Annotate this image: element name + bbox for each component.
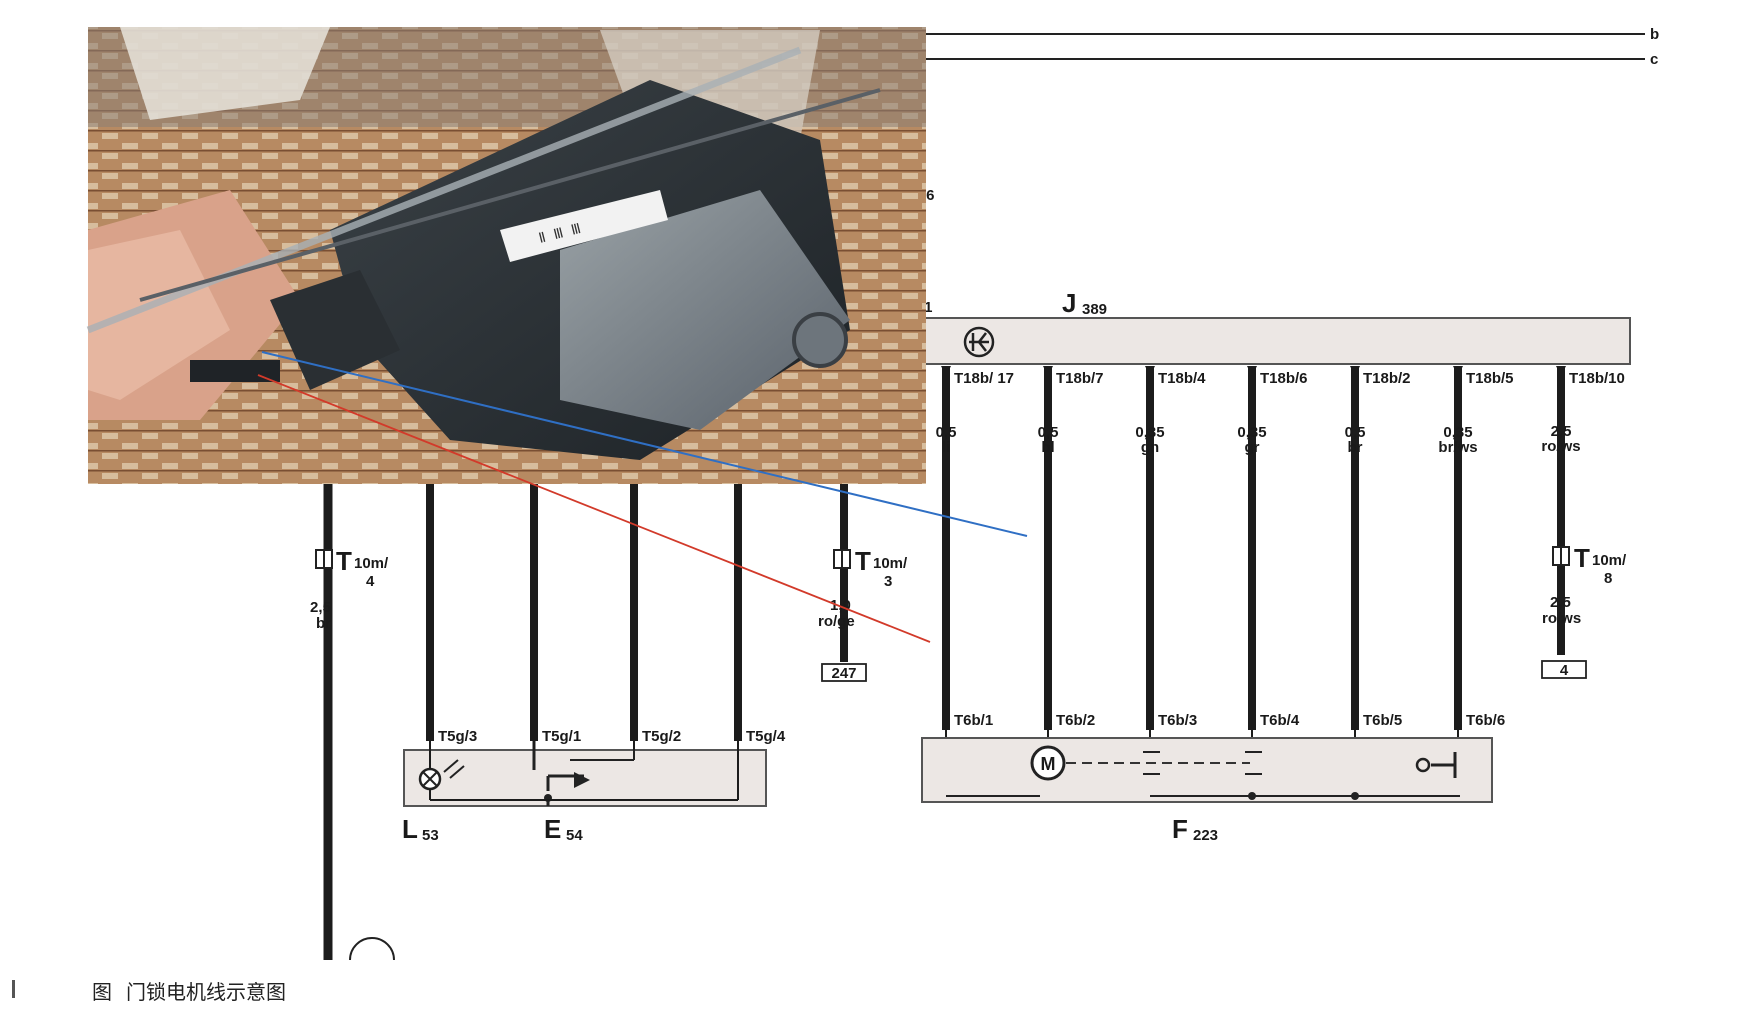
wire-gauge-label: 2,5 [1551, 423, 1572, 440]
figure-caption: 图门锁电机线示意图 [92, 976, 300, 1005]
wire-gauge-label: 0,5 [1038, 424, 1059, 441]
t5g-pin-label: T5g/1 [542, 728, 581, 745]
sensor-icon [1415, 757, 1431, 773]
connector-right-name: T [1574, 543, 1590, 573]
t6b-pin-label: T6b/3 [1158, 712, 1197, 729]
t5g-pin-label: T5g/4 [746, 728, 786, 745]
connector-left-pin: 4 [366, 573, 375, 590]
f223-name: F [1172, 814, 1188, 844]
t18b-pin-label: T18b/10 [1569, 370, 1625, 387]
t18b-pin-label: T18b/7 [1056, 370, 1104, 387]
wire-right-gauge: 2,5 [1550, 594, 1571, 611]
red-pointer-line [257, 374, 931, 643]
wire-color-label: li [942, 439, 950, 456]
t18b-pin-label: T18b/4 [1158, 370, 1206, 387]
wire-left-color: br [316, 615, 331, 632]
connector-right-pin: 8 [1604, 570, 1612, 587]
wire-gauge-label: 0,5 [936, 424, 957, 441]
wire-left-gauge: 2,5 [310, 599, 331, 616]
t5g-pin-label: T5g/3 [438, 728, 477, 745]
t18b-pin-label: T18b/6 [1260, 370, 1308, 387]
l53-e54-box [403, 749, 767, 807]
blue-pointer-line [261, 351, 1028, 537]
door-lock-photo: Ⅱ Ⅲ Ⅲ [86, 27, 926, 484]
caption-text: 门锁电机线示意图 [126, 980, 286, 1004]
j389-name: J [1062, 288, 1076, 318]
connector-mid-pin: 3 [884, 573, 892, 590]
wire-color-label: ro/ws [1541, 438, 1580, 455]
connector-mid-name: T [855, 546, 871, 576]
t6b-pin-label: T6b/6 [1466, 712, 1505, 729]
wire-mid-color: ro/ge [818, 613, 855, 630]
t18b-pin-label: T18b/2 [1363, 370, 1411, 387]
connector-mid-sub: 10m/ [873, 555, 908, 572]
component-f223: M F 223 [921, 737, 1493, 844]
page-edge-mark [12, 980, 15, 998]
connector-mid: T 10m/ 3 1,0 ro/ge 247 [818, 546, 908, 682]
wire-gauge-label: 0,35 [1135, 424, 1164, 441]
ref-box-247 [821, 663, 867, 682]
t6b-pin-label: T6b/5 [1363, 712, 1402, 729]
wire-gauge-label: 0,35 [1237, 424, 1266, 441]
module-j389: J 389 l1 /6 [920, 187, 1631, 365]
e54-name: E [544, 814, 561, 844]
f223-box [921, 737, 1493, 803]
t6b-pin-label: T6b/1 [954, 712, 993, 729]
t6b-pin-label: T6b/2 [1056, 712, 1095, 729]
right-wires: T18b/ 170,5liT6b/1T18b/70,5blT6b/2T18b/4… [936, 366, 1625, 796]
e54-subscript: 54 [566, 827, 583, 844]
component-l53-e54: L 53 E 54 [402, 741, 767, 844]
j389-subscript: 389 [1082, 301, 1107, 318]
wire-color-label: bl [1041, 439, 1054, 456]
wire-color-label: gn [1141, 439, 1159, 456]
bus-lines: b c [920, 26, 1659, 68]
wire-color-label: br/ws [1438, 439, 1477, 456]
bus-label-b: b [1650, 26, 1659, 43]
connector-left-name: T [336, 546, 352, 576]
t18b-pin-label: T18b/ 17 [954, 370, 1014, 387]
l53-subscript: 53 [422, 827, 439, 844]
wire-color-label: br [1348, 439, 1363, 456]
ground-symbol-icon [349, 937, 395, 961]
connector-right: T 10m/ 8 2,5 ro/ws 4 [1541, 543, 1627, 679]
connector-left: T 10m/ 4 2,5 br [310, 546, 389, 632]
t6b-pin-label: T6b/4 [1260, 712, 1300, 729]
j389-box [924, 317, 1631, 365]
wire-gauge-label: 0,35 [1443, 424, 1472, 441]
wire-color-label: gr [1245, 439, 1260, 456]
ref-247: 247 [831, 665, 856, 682]
motor-label: M [1041, 754, 1056, 774]
connector-right-sub: 10m/ [1592, 552, 1627, 569]
t18b-pin-label: T18b/5 [1466, 370, 1514, 387]
l53-name: L [402, 814, 418, 844]
ref-box-4 [1541, 660, 1587, 679]
left-wires: T5g/3 T5g/1 T5g/2 T5g/4 [323, 484, 848, 960]
wire-right-color: ro/ws [1542, 610, 1581, 627]
caption-prefix: 图 [92, 980, 112, 1004]
ref-4: 4 [1560, 662, 1569, 679]
connector-left-sub: 10m/ [354, 555, 389, 572]
wire-gauge-label: 0,5 [1345, 424, 1366, 441]
bus-label-c: c [1650, 51, 1658, 68]
t5g-pin-label: T5g/2 [642, 728, 681, 745]
f223-subscript: 223 [1193, 827, 1218, 844]
motor-icon [1030, 745, 1066, 781]
j389-symbol-icon [963, 326, 995, 358]
